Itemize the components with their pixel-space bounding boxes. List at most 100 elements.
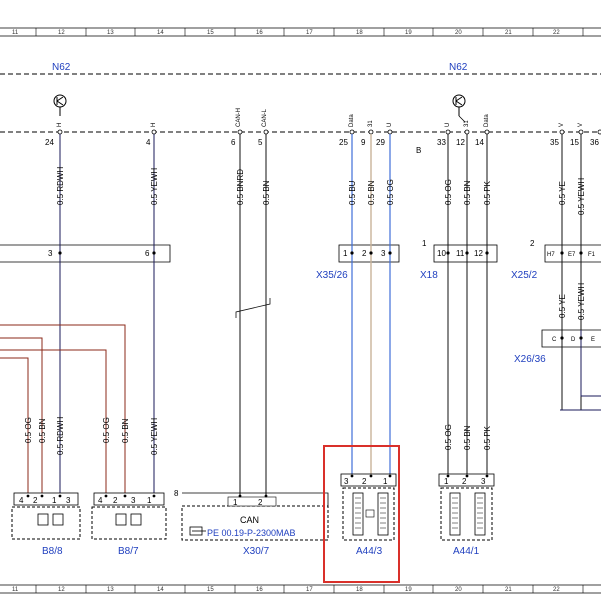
terminal-dots [26, 474, 489, 498]
grid-label: 18 [356, 587, 363, 593]
grid-top: 11 12 13 14 15 16 17 18 19 20 21 22 [0, 27, 601, 37]
component-label: A44/1 [453, 546, 480, 557]
pin-number: 2 [462, 477, 467, 486]
grid-label: 16 [256, 30, 263, 36]
pin-number: 3 [48, 249, 53, 258]
pin-number: D [571, 337, 576, 343]
wire-label: 0.5 YEWH [150, 418, 159, 455]
wires-navy [59, 134, 601, 496]
pin-number: 10 [437, 249, 446, 258]
pin-name: CAN-L [262, 108, 268, 127]
pin-number: 24 [45, 138, 54, 147]
grid-label: 15 [207, 30, 214, 36]
wire-label: 0.5 PK [483, 180, 492, 205]
ecu-outline [0, 73, 601, 133]
pin-number: 6 [145, 249, 150, 258]
grid-label: 12 [58, 587, 65, 593]
reference-link[interactable]: PE 00.19-P-2300MAB [207, 528, 296, 538]
pin-number: 1 [444, 477, 449, 486]
grid-label: 15 [207, 587, 214, 593]
ecu-label: N62 [449, 62, 468, 73]
pin-number: 35 [550, 138, 559, 147]
component-b8-8[interactable]: 4 2 1 3 B8/8 [11, 492, 81, 557]
pin-number: 3 [381, 249, 386, 258]
pin-number: H7 [547, 252, 555, 258]
grid-label: 11 [12, 30, 19, 36]
grid-label: 11 [12, 587, 19, 593]
connector-label: X18 [420, 270, 438, 281]
grid-label: 12 [58, 30, 65, 36]
pin-number: 1 [233, 498, 238, 507]
wire-label: 0.5 BN [463, 180, 472, 205]
pin-number: 6 [231, 138, 236, 147]
connector-label: X25/2 [511, 270, 538, 281]
hand-pointer-icon [189, 526, 206, 536]
transistor-icon [53, 94, 67, 116]
pin-number: 11 [456, 249, 465, 258]
pin-number: 25 [339, 138, 348, 147]
pin-number: 1 [383, 477, 388, 486]
wire-label: 0.5 RDWH [56, 167, 65, 205]
wires-brown [0, 324, 126, 496]
component-label: B8/8 [42, 546, 63, 557]
pin-number: 4 [19, 496, 24, 505]
grid-label: 17 [306, 587, 313, 593]
wire-label: 0.5 BU [348, 180, 357, 205]
wire-label: 0.5 BN [463, 425, 472, 450]
highlight-box [323, 445, 400, 583]
pin-number: 1 [147, 496, 152, 505]
grid-label: 14 [157, 587, 164, 593]
connector-strip [0, 244, 601, 348]
component-a44-3[interactable]: 3 2 1 A44/3 [340, 473, 397, 557]
pin-name: H [57, 123, 63, 127]
pin-name: V [578, 123, 584, 127]
pin-number: 14 [475, 138, 484, 147]
pin-number: 33 [437, 138, 446, 147]
pin-name: H [151, 123, 157, 127]
pin-name-group: H H CAN-H CAN-L Data 31 U U 31 Data V V [57, 108, 584, 127]
wire-label: 0.5 OG [444, 424, 453, 450]
grid-bottom: 11 12 13 14 15 16 17 18 19 20 21 22 [0, 584, 601, 594]
pin-number: 1 [52, 496, 57, 505]
grid-label: 21 [505, 587, 512, 593]
grid-label: 17 [306, 30, 313, 36]
connector-number: 8 [174, 489, 179, 498]
pin-number: 36 [590, 138, 599, 147]
wire-label: 0.5 YE [558, 294, 567, 318]
grid-label: 21 [505, 30, 512, 36]
pin-number: 3 [131, 496, 136, 505]
connector-label: X26/36 [514, 354, 546, 365]
pin-name: Data [349, 114, 355, 127]
component-label: A44/3 [356, 546, 383, 557]
grid-label: 20 [455, 30, 462, 36]
wires-black [239, 134, 582, 496]
pin-number: 29 [376, 138, 385, 147]
pin-number: 1 [343, 249, 348, 258]
wire-label: 0.5 OG [24, 417, 33, 443]
component-label: X30/7 [243, 546, 270, 557]
connector-number: 2 [530, 239, 535, 248]
pin-number: 2 [362, 477, 367, 486]
grid-label: 19 [405, 587, 412, 593]
pin-number: E [591, 337, 595, 343]
component-x30-7[interactable]: 8 1 2 CAN PE 00.19-P-2300MAB X30/7 [174, 489, 329, 557]
connector-label: X35/26 [316, 270, 348, 281]
wire-label: 0.5 OG [444, 179, 453, 205]
pin-number: 2 [113, 496, 118, 505]
can-label: CAN [240, 515, 259, 525]
wire-labels-lower: 0.5 OG 0.5 BN 0.5 RDWH 0.5 OG 0.5 BN 0.5… [24, 283, 586, 455]
component-a44-1[interactable]: 1 2 3 A44/1 [438, 473, 495, 557]
wire-label: 0.5 OG [102, 417, 111, 443]
grid-label: 22 [553, 30, 560, 36]
pin-name: CAN-H [236, 108, 242, 127]
wire-label: 0.5 YE [558, 181, 567, 205]
pin-name: 31 [464, 120, 470, 127]
transistor-icon [452, 94, 466, 116]
grid-label: 13 [107, 30, 114, 36]
component-b8-7[interactable]: 4 2 3 1 B8/7 [91, 492, 167, 557]
pin-number: C [552, 337, 557, 343]
grid-label: 19 [405, 30, 412, 36]
pin-number: E7 [568, 252, 576, 258]
pin-number: 5 [258, 138, 263, 147]
